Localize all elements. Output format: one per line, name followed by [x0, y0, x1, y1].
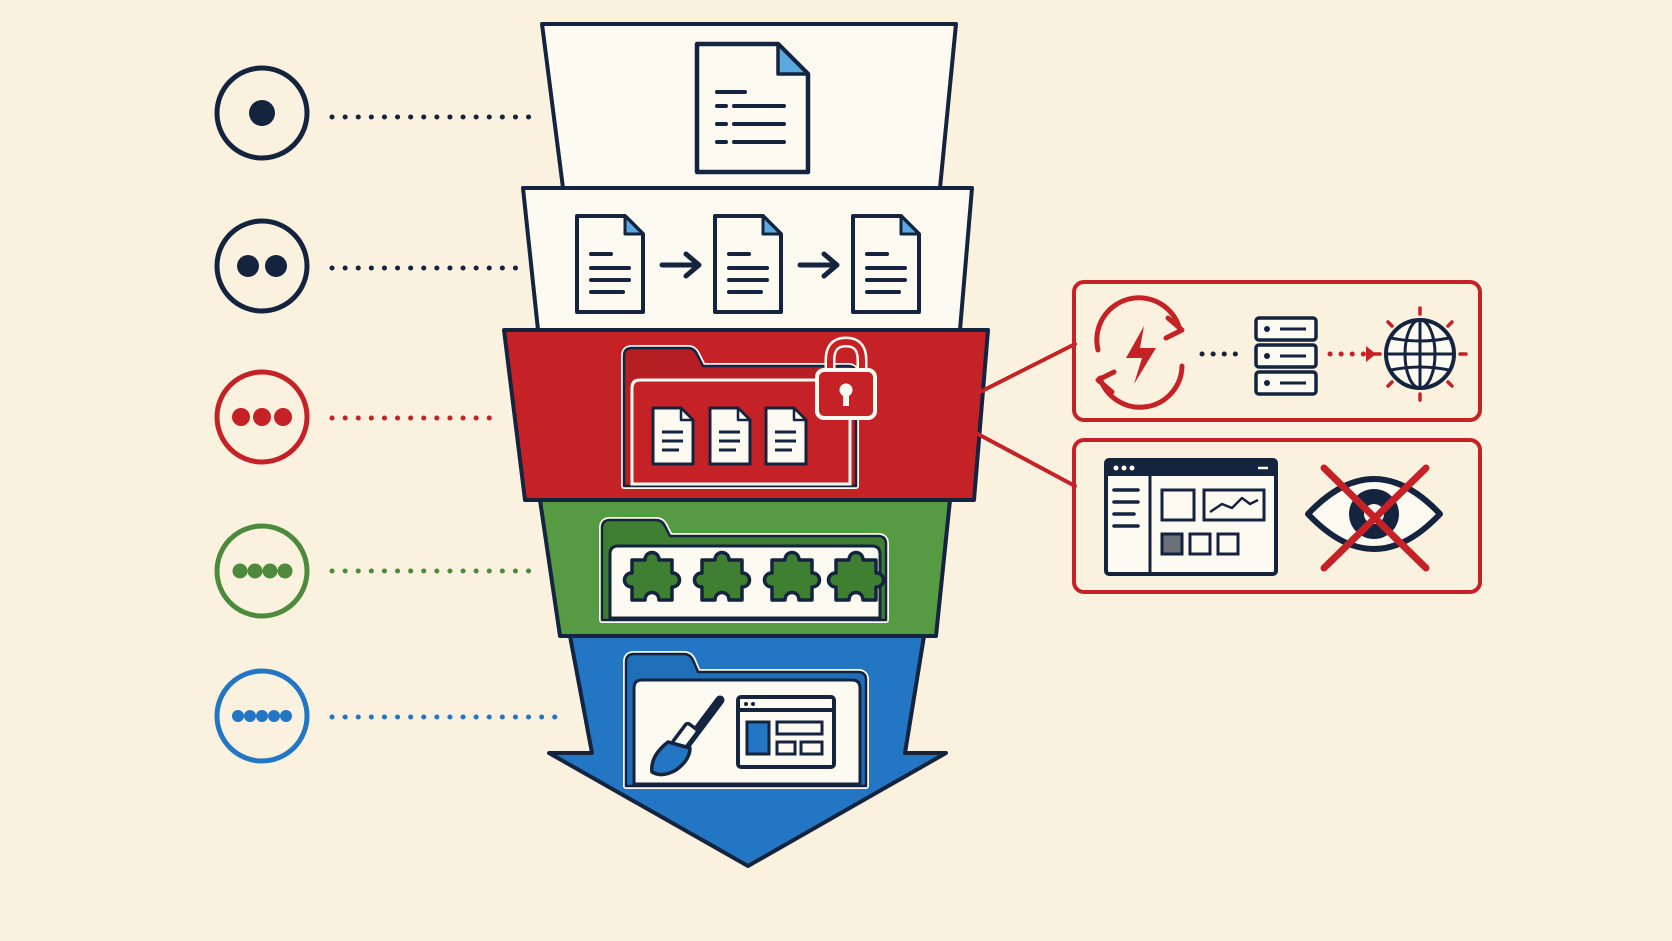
puzzle-piece-icon [692, 550, 752, 602]
lightning-sync-icon [1094, 295, 1185, 410]
server-icon [1254, 316, 1318, 396]
document-icon [713, 214, 783, 314]
marker-dot [232, 710, 244, 722]
brush-ui-folder-icon [623, 651, 869, 789]
puzzle-piece-icon [762, 550, 822, 602]
document-icon [651, 406, 695, 466]
eye-crossed-icon [1305, 464, 1443, 572]
arrow-right-icon [797, 251, 840, 279]
lock-icon [815, 336, 877, 420]
ui-window-icon [736, 695, 836, 769]
paintbrush-icon [650, 695, 725, 777]
marker-dot [249, 100, 275, 126]
level-marker-3 [214, 369, 310, 465]
level-marker-5 [214, 668, 310, 764]
callout-network-sync [1072, 280, 1482, 422]
marker-dot [232, 563, 248, 579]
marker-dot [237, 255, 259, 277]
document-icon [708, 406, 752, 466]
document-icon [575, 214, 645, 314]
callout-hidden-dashboard [1072, 438, 1482, 594]
locked-folder-icon [621, 336, 877, 489]
puzzle-piece-icon [826, 550, 886, 602]
document-icon [764, 406, 808, 466]
callout-connector-top [978, 342, 1077, 394]
callout-connector-bottom [974, 431, 1077, 488]
marker-dot [232, 408, 250, 426]
marker-dot [253, 408, 271, 426]
arrow-right-icon [659, 251, 702, 279]
level-marker-2 [214, 218, 310, 314]
globe-icon [1372, 306, 1468, 402]
dashboard-window-icon [1104, 458, 1278, 576]
marker-dot [277, 563, 293, 579]
marker-dot [244, 710, 256, 722]
marker-dot [274, 408, 292, 426]
document-chain-icon [575, 214, 921, 314]
marker-dot [256, 710, 268, 722]
marker-dot [262, 563, 278, 579]
puzzle-piece-icon [622, 550, 682, 602]
level-marker-1 [214, 65, 310, 161]
dotted-arrow [1327, 346, 1376, 362]
marker-dot [265, 255, 287, 277]
single-document-icon [694, 41, 811, 175]
marker-dot [268, 710, 280, 722]
document-icon [851, 214, 921, 314]
puzzle-folder-icon [599, 517, 889, 623]
level-marker-4 [214, 523, 310, 619]
marker-dot [280, 710, 292, 722]
marker-dot [247, 563, 263, 579]
